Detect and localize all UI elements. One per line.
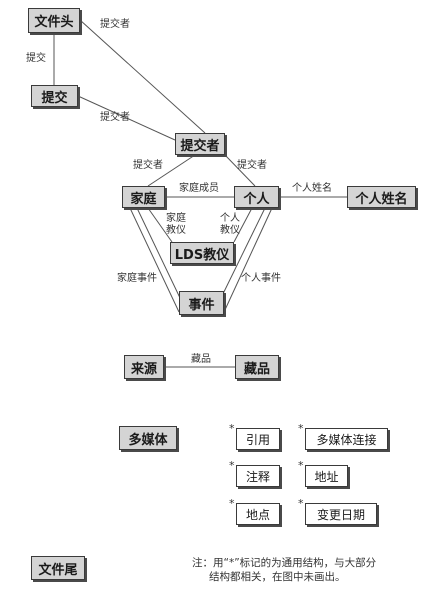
label-individual-event: 个人事件 — [241, 273, 281, 284]
footnote: 注：用“*”标记的为通用结构，与大部分 结构都相关，在图中未画出。 — [192, 557, 377, 583]
label-source-repository: 藏品 — [191, 354, 211, 365]
node-header: 文件头 — [28, 8, 80, 33]
edge-header-submitter — [79, 19, 206, 134]
label-submission-submitter: 提交者 — [100, 112, 130, 123]
edge-individual-lds — [233, 207, 253, 243]
label-header-submitter: 提交者 — [100, 19, 130, 30]
edge-submitter-individual — [224, 154, 256, 187]
node-source: 来源 — [124, 355, 164, 379]
label-family-individual: 家庭成员 — [179, 183, 219, 194]
star-multimedia-link: * — [298, 422, 304, 435]
label-family-event: 家庭事件 — [117, 273, 157, 284]
star-place: * — [229, 497, 235, 510]
node-place: 地点 — [236, 503, 280, 525]
node-family: 家庭 — [122, 186, 165, 208]
node-citation: 引用 — [236, 428, 280, 450]
edge-individual-event-a — [219, 207, 266, 301]
star-address: * — [298, 459, 304, 472]
node-repository: 藏品 — [235, 355, 279, 379]
label-submitter-individual: 提交者 — [237, 160, 267, 171]
node-event: 事件 — [179, 291, 224, 315]
label-individual-name: 个人姓名 — [292, 183, 332, 194]
label-family-lds: 家庭 教仪 — [166, 213, 186, 236]
edge-submitter-family — [147, 154, 196, 187]
label-individual-lds: 个人 教仪 — [220, 213, 240, 236]
node-lds: LDS教仪 — [170, 242, 234, 264]
star-citation: * — [229, 422, 235, 435]
edge-individual-event-b — [223, 207, 273, 313]
node-individual: 个人 — [234, 186, 279, 208]
node-trailer: 文件尾 — [31, 556, 85, 580]
edge-submission-submitter — [77, 95, 176, 141]
node-address: 地址 — [305, 465, 348, 487]
node-note: 注释 — [236, 465, 280, 487]
label-header-submission: 提交 — [26, 53, 46, 64]
edge-family-event-a — [136, 207, 182, 301]
label-submitter-family: 提交者 — [133, 160, 163, 171]
star-change-date: * — [298, 497, 304, 510]
node-change-date: 变更日期 — [305, 503, 377, 525]
star-note: * — [229, 459, 235, 472]
node-submitter: 提交者 — [175, 133, 225, 155]
node-individual-name: 个人姓名 — [347, 186, 416, 208]
edge-family-event-b — [129, 207, 180, 313]
node-multimedia: 多媒体 — [119, 426, 177, 450]
node-submission: 提交 — [31, 85, 78, 107]
node-multimedia-link: 多媒体连接 — [305, 428, 388, 450]
edge-family-lds — [147, 207, 173, 243]
